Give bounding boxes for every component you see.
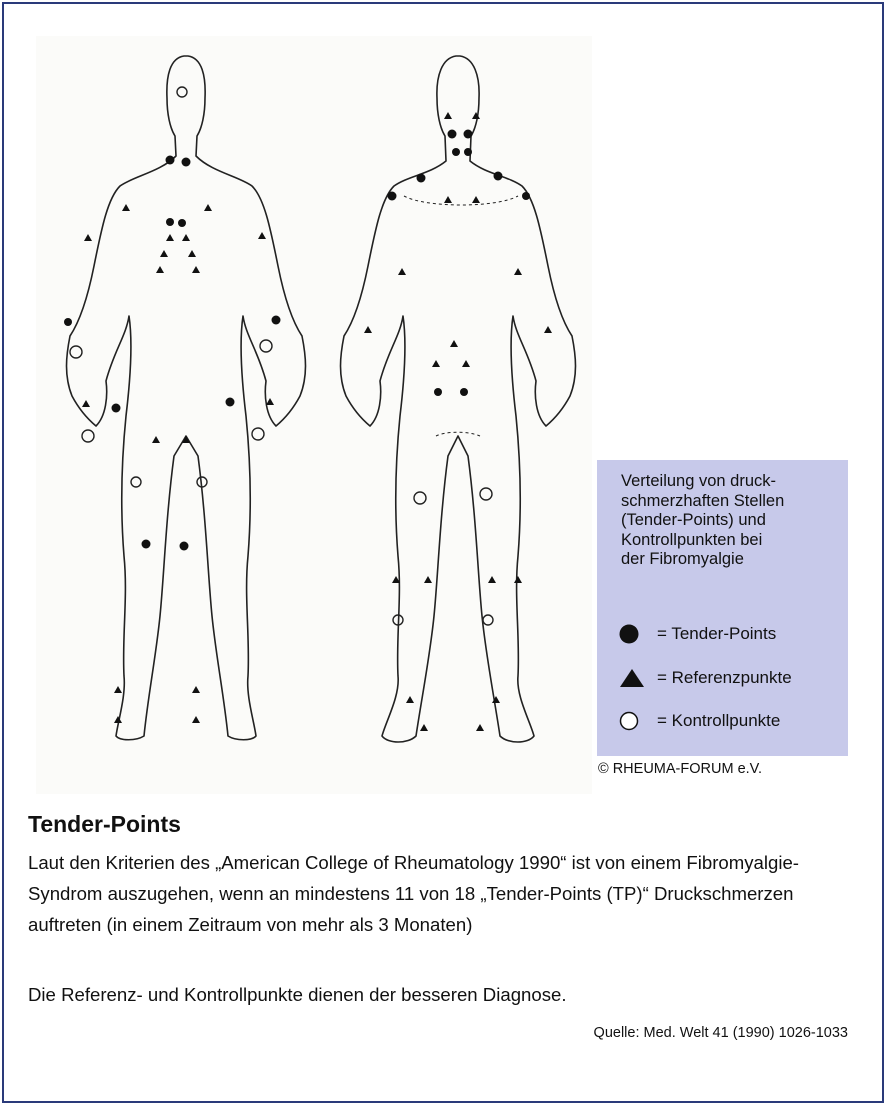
source-citation: Quelle: Med. Welt 41 (1990) 1026-1033: [594, 1025, 848, 1041]
legend-item-referenzpunkte: = Referenzpunkte: [619, 665, 792, 691]
legend-label: = Referenzpunkte: [657, 668, 792, 688]
legend-item-tender-points: = Tender-Points: [619, 621, 776, 647]
legend-caption: Verteilung von druck- schmerzhaften Stel…: [621, 472, 838, 570]
body-diagram: [36, 36, 592, 794]
body-figure: [36, 36, 592, 794]
legend-item-kontrollpunkte: = Kontrollpunkte: [619, 708, 780, 734]
filled-triangle-icon: [619, 665, 647, 691]
back-body-outline: [341, 56, 576, 742]
legend-box: Verteilung von druck- schmerzhaften Stel…: [597, 460, 848, 756]
legend-label: = Kontrollpunkte: [657, 711, 780, 731]
filled-circle-icon: [619, 621, 647, 647]
open-circle-icon: [619, 708, 647, 734]
section-paragraph: Laut den Kriterien des „American College…: [28, 847, 868, 940]
legend-label: = Tender-Points: [657, 624, 776, 644]
section-paragraph-2: Die Referenz- und Kontrollpunkte dienen …: [28, 984, 567, 1006]
copyright-text: © RHEUMA-FORUM e.V.: [598, 761, 762, 777]
section-heading: Tender-Points: [28, 811, 181, 838]
